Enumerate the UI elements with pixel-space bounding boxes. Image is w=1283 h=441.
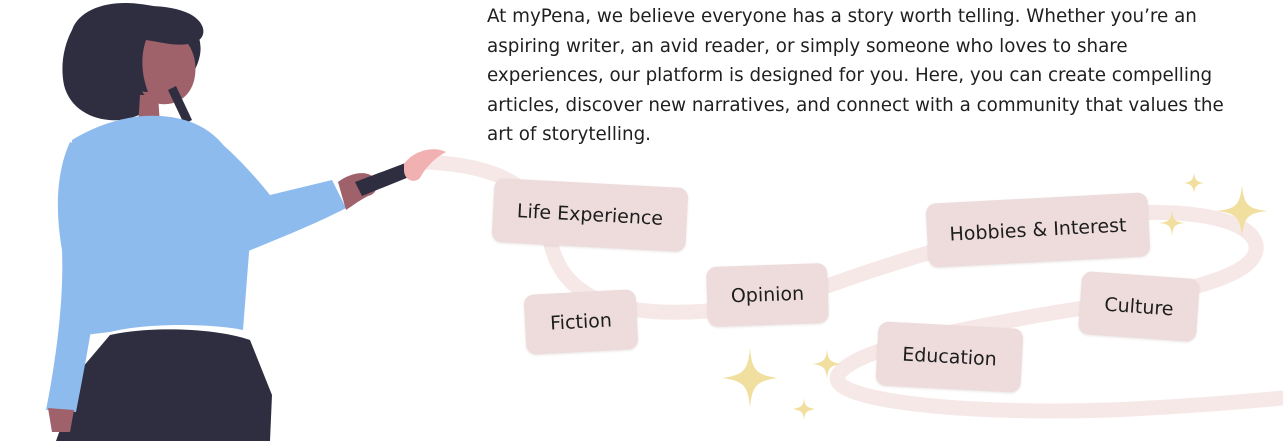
sparkle-icon (1159, 210, 1185, 236)
tag-hobbies-interest[interactable]: Hobbies & Interest (925, 192, 1151, 268)
intro-paragraph: At myPena, we believe everyone has a sto… (487, 6, 1224, 145)
tag-life-experience[interactable]: Life Experience (491, 177, 689, 253)
tag-fiction[interactable]: Fiction (523, 289, 639, 355)
sparkle-icon (793, 398, 815, 420)
sparkle-icon (1216, 185, 1268, 237)
sparkle-icon (722, 348, 778, 408)
woman-painting-illustration (46, 3, 446, 441)
tag-culture[interactable]: Culture (1077, 270, 1201, 343)
tag-education[interactable]: Education (875, 321, 1024, 393)
tag-opinion[interactable]: Opinion (705, 262, 830, 328)
sparkle-icon (1184, 173, 1204, 193)
sparkle-icon (813, 349, 841, 379)
